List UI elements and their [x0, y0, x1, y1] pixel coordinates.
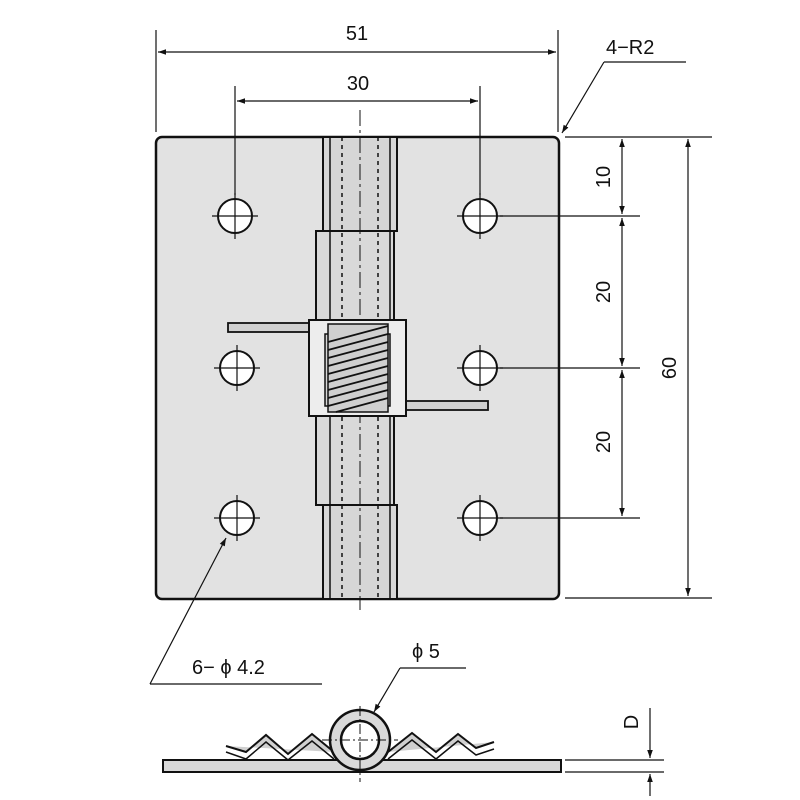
dimension-label-top-to-hole: 10	[593, 166, 615, 188]
dimension-hole-spacing: 30	[234, 73, 481, 195]
callout-corner-radius: 4−R2	[561, 37, 686, 134]
dimension-label-pitch-upper: 20	[593, 281, 615, 303]
mounting-holes	[212, 193, 503, 541]
dimension-label-height: 60	[659, 357, 681, 379]
hinge-plate-top-view	[154, 110, 561, 610]
callout-label-pin-diameter: ϕ 5	[412, 641, 440, 663]
mounting-hole	[457, 193, 503, 239]
dimension-thickness: D	[565, 708, 664, 796]
dimension-label-width: 51	[346, 23, 368, 45]
dimension-label-pitch-lower: 20	[593, 431, 615, 453]
dimension-label-thickness: D	[621, 715, 643, 729]
dimension-hole-pitch-chain: 10 20 20	[500, 136, 640, 519]
callout-mounting-holes: 6− ϕ 4.2	[149, 537, 322, 685]
mounting-hole	[457, 495, 503, 541]
dimension-label-hole-spacing: 30	[347, 73, 369, 95]
side-view-spring-right	[387, 731, 495, 754]
mounting-hole	[214, 495, 260, 541]
torsion-spring-coils	[327, 323, 389, 413]
dimension-overall-width: 51	[155, 23, 559, 132]
callout-pin-diameter: ϕ 5	[373, 641, 466, 713]
dimension-overall-height: 60	[565, 136, 712, 599]
mounting-hole	[212, 193, 258, 239]
callout-label-mounting-holes: 6− ϕ 4.2	[192, 657, 265, 679]
mounting-hole	[457, 345, 503, 391]
callout-label-corner-radius: 4−R2	[606, 37, 654, 59]
hinge-knuckle-strip	[315, 110, 398, 610]
side-view-spring-left	[225, 732, 335, 756]
hinge-side-view	[162, 706, 562, 782]
mounting-hole	[214, 345, 260, 391]
